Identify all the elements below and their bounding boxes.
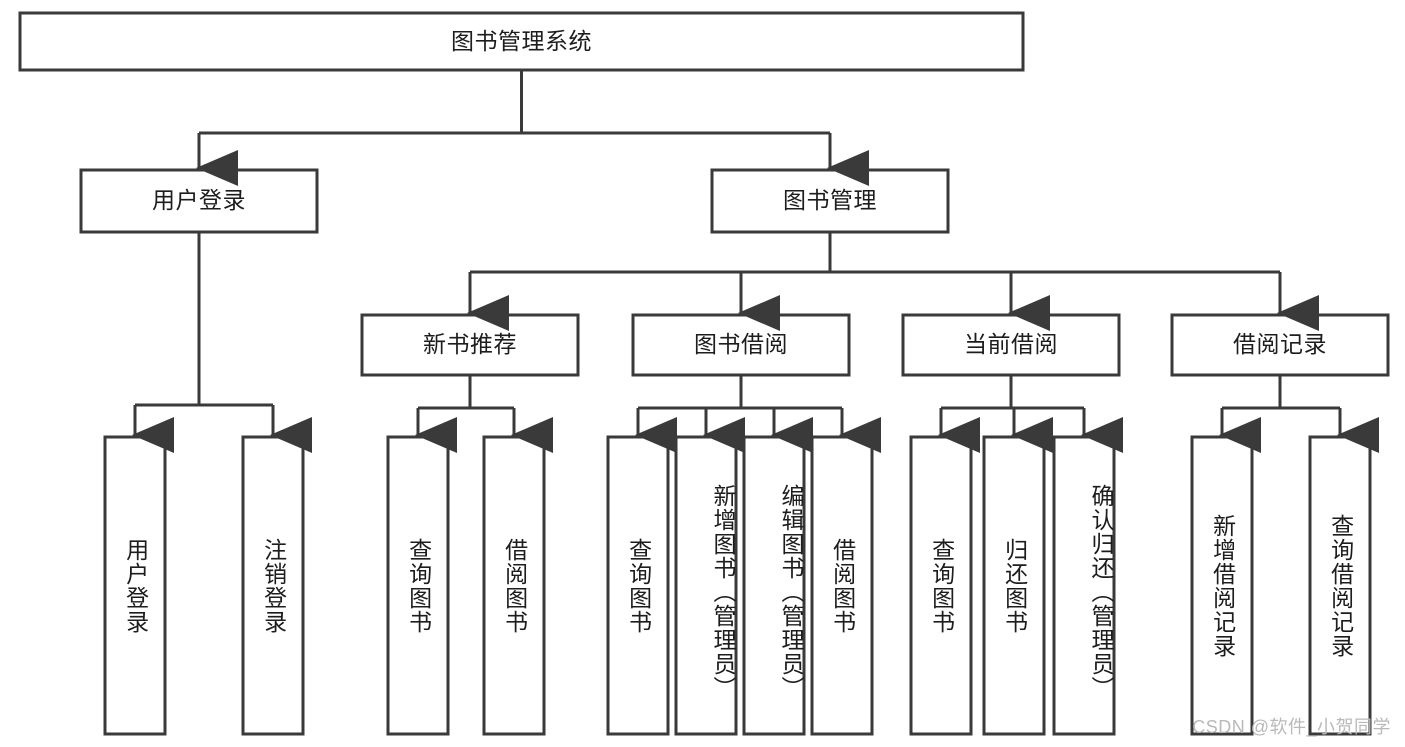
- node-box-leaf-add-borrow-record[interactable]: [1190, 435, 1254, 736]
- node-box-root[interactable]: [18, 11, 1025, 72]
- node-leaf-add-borrow-record[interactable]: [1192, 437, 1252, 734]
- node-leaf-query-books-recommend[interactable]: [388, 437, 448, 734]
- node-box-leaf-query-borrow-record[interactable]: [1308, 435, 1372, 736]
- node-box-leaf-query-books-borrow[interactable]: [606, 435, 670, 736]
- node-leaf-confirm-return-admin[interactable]: [1054, 437, 1114, 734]
- node-book-borrow[interactable]: [633, 315, 849, 375]
- node-root[interactable]: [20, 13, 1023, 70]
- node-leaf-logout[interactable]: [243, 437, 303, 734]
- node-box-leaf-return-book[interactable]: [982, 435, 1046, 736]
- node-leaf-query-books-borrow[interactable]: [608, 437, 668, 734]
- node-leaf-borrow-book[interactable]: [812, 437, 872, 734]
- node-leaf-add-book-admin[interactable]: [676, 437, 736, 734]
- node-box-leaf-confirm-return-admin[interactable]: [1052, 435, 1116, 736]
- node-leaf-user-login[interactable]: [105, 437, 165, 734]
- node-new-book-recommend[interactable]: [362, 315, 578, 375]
- node-box-leaf-borrow-books-recommend[interactable]: [482, 435, 546, 736]
- node-leaf-query-books-current[interactable]: [911, 437, 971, 734]
- node-leaf-return-book[interactable]: [984, 437, 1044, 734]
- node-box-new-book-recommend[interactable]: [360, 313, 580, 377]
- node-edges: [132, 70, 1379, 453]
- node-book-management[interactable]: [712, 170, 948, 232]
- node-box-leaf-logout[interactable]: [241, 435, 305, 736]
- node-user-login[interactable]: [81, 170, 317, 232]
- node-current-borrow[interactable]: [903, 315, 1119, 375]
- node-box-leaf-query-books-current[interactable]: [909, 435, 973, 736]
- node-box-leaf-query-books-recommend[interactable]: [386, 435, 450, 736]
- node-box-leaf-add-book-admin[interactable]: [674, 435, 738, 736]
- node-leaf-query-borrow-record[interactable]: [1310, 437, 1370, 734]
- node-borrow-record[interactable]: [1172, 315, 1388, 375]
- node-leaf-edit-book-admin[interactable]: [744, 437, 804, 734]
- node-box-leaf-user-login[interactable]: [103, 435, 167, 736]
- node-leaf-borrow-books-recommend[interactable]: [484, 437, 544, 734]
- node-box-leaf-borrow-book[interactable]: [810, 435, 874, 736]
